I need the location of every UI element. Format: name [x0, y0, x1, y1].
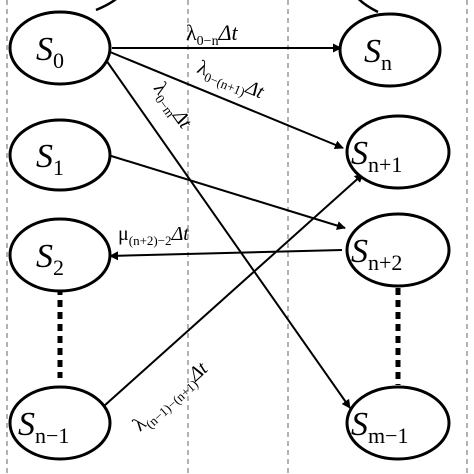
- edge-label-sn1-snp1: λ(n−1)−(n+1)Δt: [129, 357, 215, 438]
- edge-label-s0-snp1: λ0−(n+1)Δt: [193, 56, 267, 106]
- svg-text:Sn+1: Sn+1: [351, 135, 402, 177]
- node-sm-minus-1-symbol: S: [351, 406, 368, 443]
- node-s1-subscript: 1: [53, 155, 64, 180]
- node-s0-symbol: S: [36, 31, 53, 68]
- edge-label-snp2-s2: μ(n+2)−2Δt: [118, 223, 189, 248]
- node-s2-subscript: 2: [53, 255, 64, 280]
- node-sn-symbol: S: [364, 33, 381, 70]
- svg-text:Sm−1: Sm−1: [351, 406, 409, 448]
- node-s0-subscript: 0: [53, 48, 64, 73]
- edge-s1-snp2: [107, 154, 346, 230]
- node-sn-plus-2-subscript: n+2: [368, 250, 402, 275]
- svg-text:Sn: Sn: [364, 33, 392, 75]
- node-sn-plus-1-subscript: n+1: [368, 152, 402, 177]
- node-sn-minus-1-subscript: n−1: [35, 423, 69, 448]
- node-sn-plus-2-symbol: S: [351, 233, 368, 270]
- node-sn-plus-1: Sn+1: [345, 114, 451, 190]
- node-s1-symbol: S: [36, 138, 53, 175]
- node-s0: S0: [8, 10, 112, 86]
- node-sn-subscript: n: [381, 50, 392, 75]
- node-sn-plus-2: Sn+2: [345, 212, 451, 288]
- edge-sn1-snp1: [103, 173, 364, 407]
- self-loop-arc-left: [95, 0, 117, 12]
- column-dividers: [6, 0, 468, 474]
- node-sn: Sn: [338, 12, 442, 88]
- node-sn-plus-1-symbol: S: [351, 135, 368, 172]
- self-loop-arc-right: [357, 0, 379, 14]
- svg-text:Sn+2: Sn+2: [351, 233, 402, 275]
- node-s1: S1: [8, 118, 112, 192]
- node-s2-symbol: S: [36, 238, 53, 275]
- edge-label-s0-sn: λ0−nΔt: [186, 20, 238, 49]
- node-sn-minus-1: Sn−1: [8, 385, 112, 461]
- edge-s0-snp1: [109, 51, 344, 150]
- node-s2: S2: [8, 217, 112, 293]
- svg-text:S0: S0: [36, 31, 64, 73]
- node-sm-minus-1: Sm−1: [345, 385, 451, 461]
- node-sn-minus-1-symbol: S: [18, 406, 35, 443]
- edge-s0-sm1: [105, 59, 351, 409]
- svg-text:S1: S1: [36, 138, 64, 180]
- svg-text:Sn−1: Sn−1: [18, 406, 69, 448]
- node-sm-minus-1-subscript: m−1: [368, 423, 409, 448]
- edge-snp2-s2: [109, 249, 343, 261]
- svg-text:S2: S2: [36, 238, 64, 280]
- edge-label-s0-sm1: λ0−mΔt: [146, 78, 196, 134]
